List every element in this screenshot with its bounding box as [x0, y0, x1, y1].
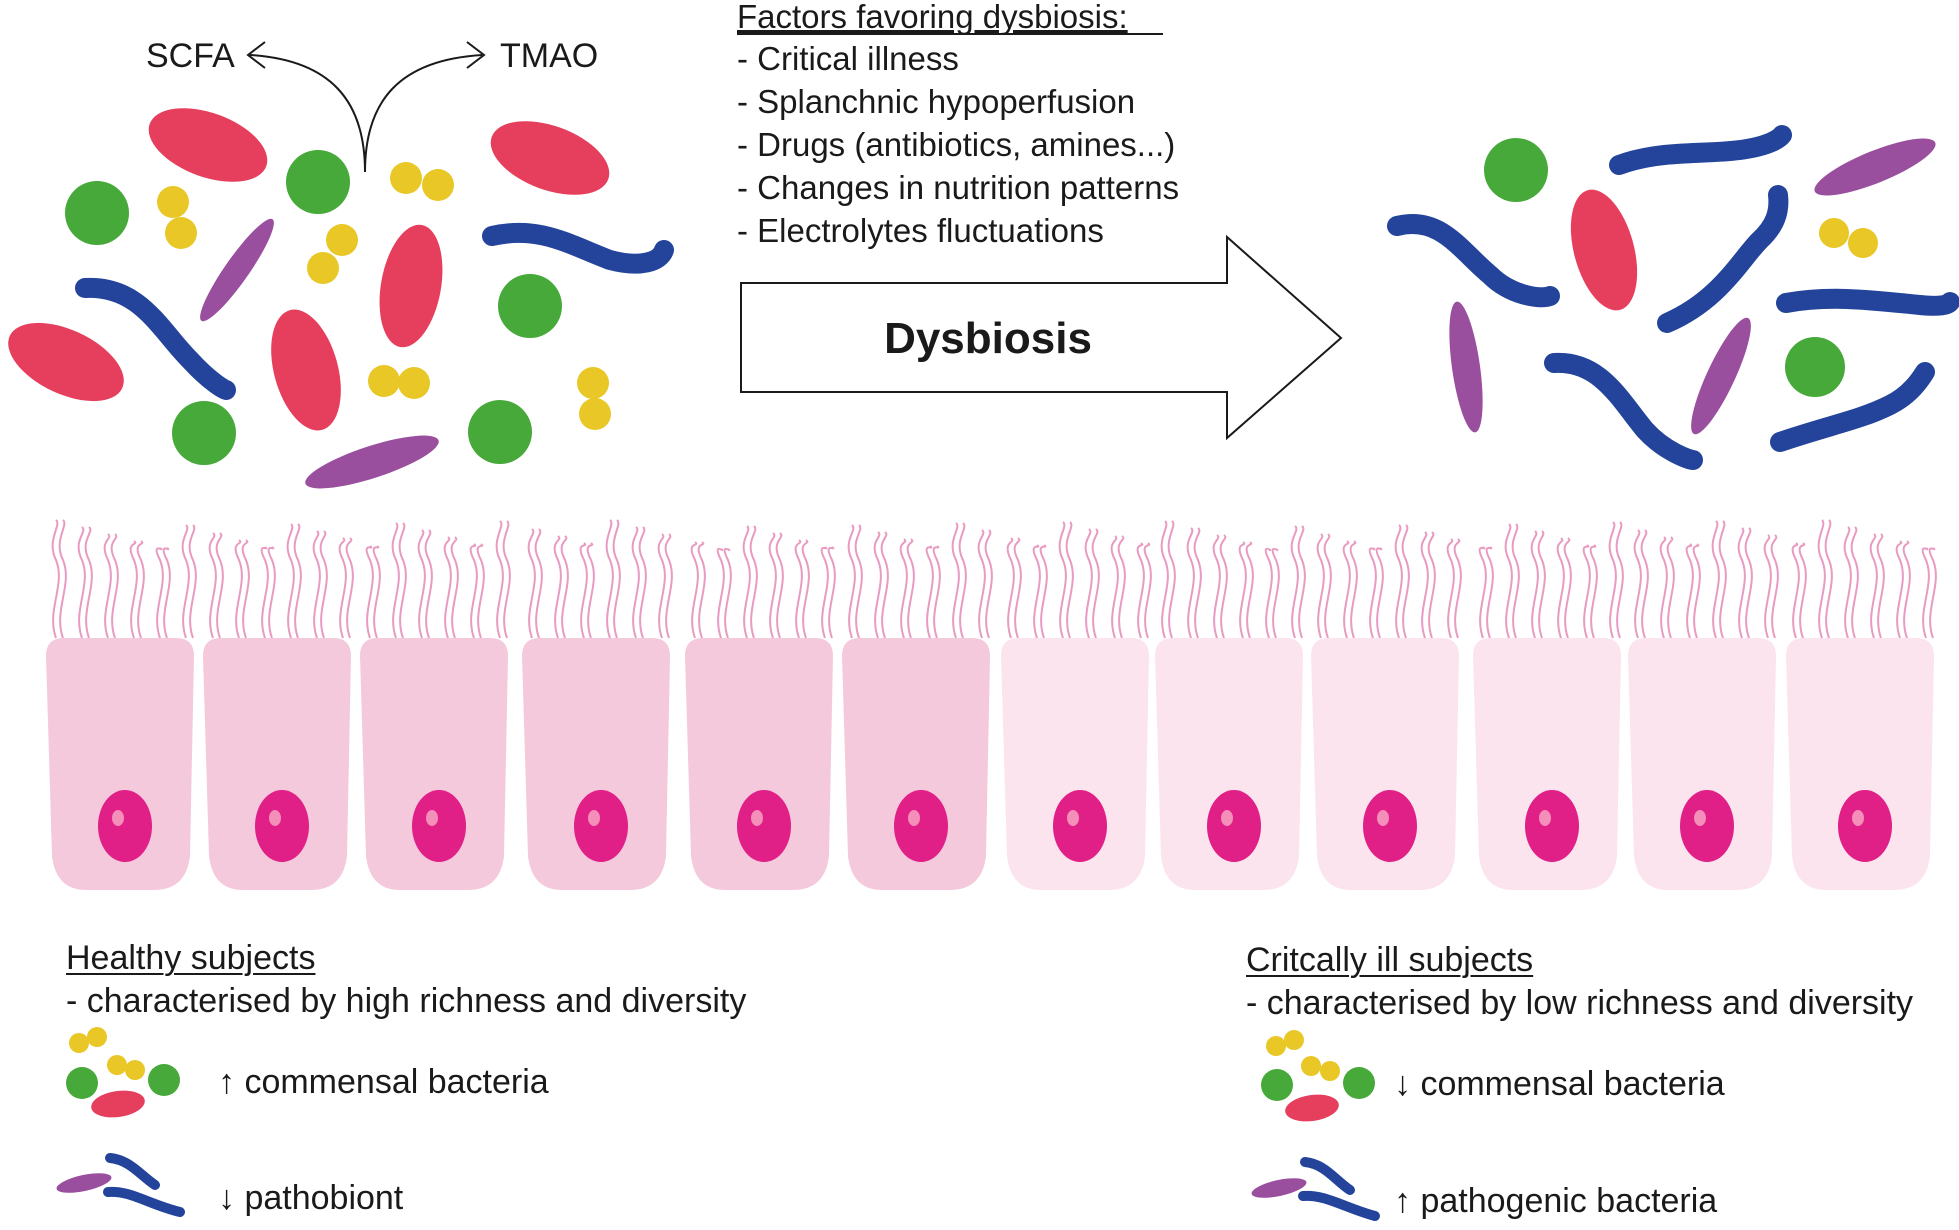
cell-nucleus — [255, 790, 309, 862]
tmao-label: TMAO — [500, 37, 599, 75]
red-bacterium — [8, 322, 124, 402]
cell-nucleolus — [1377, 810, 1389, 826]
microvilli — [51, 519, 1937, 639]
metabolite-arrows — [246, 41, 486, 173]
epithelial-cell — [522, 638, 670, 890]
cell-nucleolus — [751, 810, 763, 826]
purple-bacterium — [1449, 301, 1483, 433]
critical-pathogenic-label: ↑ pathogenic bacteria — [1394, 1182, 1718, 1220]
cell-nucleus — [1363, 790, 1417, 862]
dysbiosis-arrow-icon: Dysbiosis — [740, 234, 1343, 441]
blue-bacterium — [482, 222, 674, 274]
epithelial-cell — [685, 638, 833, 890]
green-bacterium — [1484, 138, 1548, 202]
blue-bacterium — [1657, 185, 1789, 333]
green-bacterium — [468, 400, 532, 464]
factor-item: - Electrolytes fluctuations — [737, 212, 1104, 249]
cell-nucleolus — [1067, 810, 1079, 826]
green-bacterium — [286, 150, 350, 214]
cell-nucleolus — [1852, 810, 1864, 826]
cell-nucleus — [1207, 790, 1261, 862]
epithelial-cell — [203, 638, 351, 890]
critical-legend-pathogenic-icon — [1251, 1157, 1380, 1221]
cell-nucleus — [737, 790, 791, 862]
scfa-label: SCFA — [146, 37, 235, 75]
red-bacterium — [1570, 189, 1638, 311]
epithelial-cell — [842, 638, 990, 890]
cell-nucleus — [894, 790, 948, 862]
purple-bacterium — [1691, 317, 1751, 435]
cell-nucleolus — [908, 810, 920, 826]
blue-bacterium — [1609, 125, 1792, 175]
epithelial-cell — [1473, 638, 1621, 890]
epithelial-cell — [1786, 638, 1934, 890]
blue-bacterium — [1770, 362, 1935, 452]
cell-nucleus — [98, 790, 152, 862]
cell-nucleolus — [269, 810, 281, 826]
blue-bacterium — [1387, 214, 1560, 308]
cell-nucleus — [1053, 790, 1107, 862]
cell-nucleolus — [1539, 810, 1551, 826]
critical-commensal-label: ↓ commensal bacteria — [1394, 1065, 1725, 1103]
epithelial-cell — [1001, 638, 1149, 890]
blue-bacterium — [75, 277, 236, 400]
arrow-curved-right-icon — [364, 54, 483, 173]
green-bacterium — [1785, 337, 1845, 397]
red-bacterium — [148, 108, 268, 182]
green-bacterium — [498, 274, 562, 338]
factor-item: - Changes in nutrition patterns — [737, 169, 1179, 206]
healthy-pathobiont-label: ↓ pathobiont — [218, 1179, 404, 1217]
cell-nucleus — [1838, 790, 1892, 862]
factor-item: - Drugs (antibiotics, amines...) — [737, 126, 1175, 163]
cell-nucleus — [1525, 790, 1579, 862]
red-bacterium — [271, 309, 341, 431]
yellow-diplococcus — [1819, 218, 1878, 258]
critical-description: - characterised by low richness and dive… — [1246, 984, 1914, 1022]
cell-nucleolus — [1694, 810, 1706, 826]
healthy-heading: Healthy subjects — [66, 939, 316, 977]
epithelial-cell — [1155, 638, 1303, 890]
red-bacterium — [379, 224, 443, 348]
epithelial-cell — [46, 638, 194, 890]
yellow-diplococcus — [157, 162, 611, 430]
cell-nucleolus — [1221, 810, 1233, 826]
purple-bacterium — [200, 218, 274, 322]
epithelial-cell — [1311, 638, 1459, 890]
cell-nucleus — [574, 790, 628, 862]
green-bacterium — [65, 181, 129, 245]
healthy-description: - characterised by high richness and div… — [66, 982, 747, 1020]
blue-bacterium — [1776, 288, 1959, 316]
arrow-curved-left-icon — [249, 54, 366, 173]
cell-nucleolus — [426, 810, 438, 826]
dysbiosis-label: Dysbiosis — [884, 314, 1092, 363]
purple-bacterium — [1814, 138, 1936, 196]
dysbiotic-microbiota-cluster — [1387, 125, 1959, 470]
factors-heading: Factors favoring dysbiosis: — [737, 0, 1128, 35]
healthy-legend-commensal-icon — [66, 1027, 180, 1118]
healthy-microbiota-cluster — [8, 108, 674, 489]
purple-bacterium — [305, 435, 439, 489]
epithelial-cell-layer — [46, 638, 1934, 890]
cell-nucleus — [412, 790, 466, 862]
factor-item: - Splanchnic hypoperfusion — [737, 83, 1135, 120]
factors-list: Factors favoring dysbiosis: - Critical i… — [737, 0, 1179, 249]
green-bacterium — [172, 401, 236, 465]
healthy-legend-pathobiont-icon — [56, 1153, 185, 1217]
cell-nucleolus — [588, 810, 600, 826]
red-bacterium — [490, 121, 610, 195]
cell-nucleus — [1680, 790, 1734, 862]
factor-item: - Critical illness — [737, 40, 959, 77]
critical-legend-commensal-icon — [1261, 1030, 1375, 1122]
blue-bacterium — [1544, 352, 1703, 470]
critical-heading: Critcally ill subjects — [1246, 941, 1534, 979]
healthy-commensal-label: ↑ commensal bacteria — [218, 1063, 549, 1101]
epithelial-cell — [1628, 638, 1776, 890]
epithelial-cell — [360, 638, 508, 890]
cell-nucleolus — [112, 810, 124, 826]
